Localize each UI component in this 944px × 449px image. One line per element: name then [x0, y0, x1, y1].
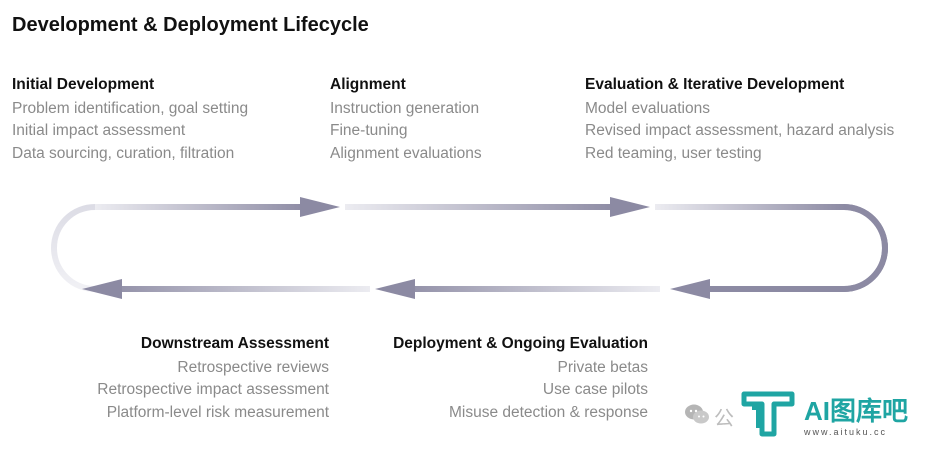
stage-item: Model evaluations [585, 100, 710, 117]
stage-item: Retrospective impact assessment [97, 381, 329, 399]
left-loop-connector [51, 204, 98, 292]
stage-initial-development: Initial Development Problem identificati… [12, 74, 248, 165]
stage-item-list: Problem identification, goal setting Ini… [12, 98, 248, 165]
stage-item-list: Model evaluations Revised impact assessm… [585, 98, 894, 165]
stage-item: Revised impact assessment, hazard analys… [585, 122, 895, 140]
stage-heading: Initial Development [12, 76, 155, 93]
stage-item: Misuse detection & response [448, 403, 648, 421]
watermark-url: www.aituku.cc [804, 426, 888, 437]
stage-heading: Deployment & Ongoing Evaluation [393, 335, 648, 352]
arrow-shaft [95, 204, 313, 210]
stage-item: Instruction generation [330, 100, 480, 117]
stage-item: Fine-tuning [330, 122, 408, 140]
right-loop-connector [705, 204, 888, 292]
arrow-shaft [405, 286, 660, 292]
stage-item-list: Private betas Use case pilots Misuse det… [393, 357, 648, 424]
stage-alignment: Alignment Instruction generation Fine-tu… [330, 74, 482, 165]
arrow-head-left [670, 279, 710, 299]
watermark: 公 AI图库吧 www.aituku.cc [684, 388, 908, 445]
stage-item: Data sourcing, curation, filtration [12, 144, 235, 162]
stage-heading: Evaluation & Iterative Development [585, 76, 845, 93]
stage-item: Initial impact assessment [12, 122, 186, 140]
arrow-head-left [375, 279, 415, 299]
arrow-head-left [82, 279, 122, 299]
arrow-head-right [300, 197, 340, 217]
stage-deployment-ongoing-evaluation: Deployment & Ongoing Evaluation Private … [393, 333, 648, 424]
stage-evaluation-iterative-development: Evaluation & Iterative Development Model… [585, 74, 894, 165]
stage-heading: Alignment [330, 76, 406, 93]
stage-item: Retrospective reviews [177, 359, 329, 376]
watermark-brand: AI图库吧 [804, 395, 909, 426]
aituku-logo-icon [740, 388, 796, 445]
stage-item: Private betas [557, 359, 648, 376]
watermark-text: AI图库吧 www.aituku.cc [804, 397, 908, 437]
arrow-shaft [112, 286, 370, 292]
right-loop-connector [655, 204, 888, 292]
stage-item-list: Instruction generation Fine-tuning Align… [330, 98, 482, 165]
arrow-shaft [345, 204, 623, 210]
watermark-prefix: 公 [714, 408, 734, 430]
stage-item: Alignment evaluations [330, 144, 482, 162]
stage-item: Use case pilots [542, 381, 648, 399]
stage-item: Red teaming, user testing [585, 144, 762, 162]
stage-downstream-assessment: Downstream Assessment Retrospective revi… [97, 333, 329, 424]
wechat-icon [684, 403, 710, 431]
stage-heading: Downstream Assessment [140, 335, 329, 352]
stage-item: Platform-level risk measurement [106, 403, 329, 421]
page-title: Development & Deployment Lifecycle [12, 14, 369, 36]
arrow-head-right [610, 197, 650, 217]
stage-item: Problem identification, goal setting [12, 100, 249, 117]
stage-item-list: Retrospective reviews Retrospective impa… [97, 357, 329, 424]
